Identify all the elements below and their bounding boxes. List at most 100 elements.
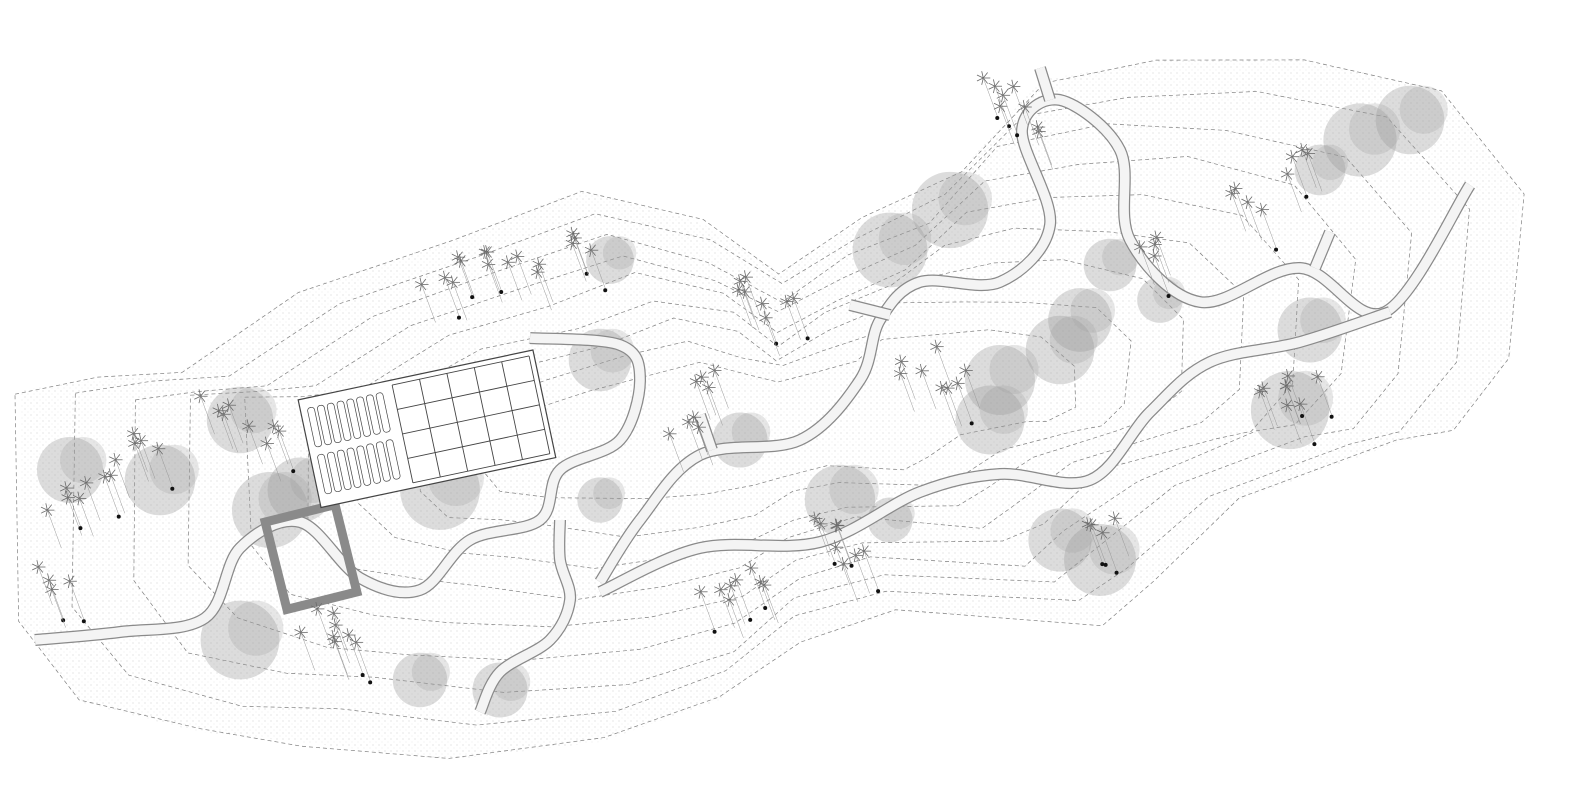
grid-line [501,361,523,460]
tree-canopy [593,477,625,510]
palm-frond [834,540,837,548]
palm-shadow [696,381,711,420]
palm-frond [348,629,354,636]
palm-frond [156,448,159,456]
palm-frond [537,264,540,272]
palm-frond [278,425,284,432]
palm-frond [759,314,766,319]
palm-frond [999,100,1005,107]
palm-frond [982,77,988,84]
palm-frond [1286,385,1292,392]
bed-unit [385,439,401,480]
palm-frond [40,506,48,511]
bed-unit [346,447,362,488]
palm-frond [1285,173,1288,181]
palm-frond [65,490,69,498]
palm-frond [266,443,272,450]
palm-frond [808,518,816,522]
palm-frond [483,251,486,259]
palm-frond [228,399,234,406]
terrain-stipple [20,58,1520,760]
palm-frond [1315,376,1319,384]
palm-frond [40,509,48,514]
palm-frond [947,382,953,389]
palm-frond [589,243,592,251]
palm-shadow [735,579,751,619]
palm-frond [1293,400,1301,405]
contour-line [477,329,1077,499]
tree-canopy [1278,370,1334,426]
palm-frond [483,245,486,253]
palm-frond [1284,379,1288,387]
palm-frond [1114,518,1120,524]
palm-frond [743,277,747,285]
palm-frond [701,371,707,378]
palm-frond [955,376,959,384]
palm-frond [216,403,220,411]
palm-frond [45,510,48,518]
palm-shadow [488,264,503,303]
palm-tree-icon [757,578,779,624]
palm-frond [728,578,732,586]
palm-frond [941,382,947,389]
palm-shadow [983,77,998,117]
palm-frond [65,497,69,505]
palm-frond [45,589,52,593]
palm-frond [349,641,357,646]
tree-canopy [1048,288,1112,352]
palm-tree-icon [222,398,244,444]
palm-shadow [273,426,289,465]
palm-frond [45,586,52,590]
palm-shadow [820,523,835,562]
palm-shadow [1231,193,1247,232]
palm-frond [1287,405,1293,412]
palm-frond [988,82,996,87]
palm-frond [1311,373,1318,378]
palm-frond [694,374,697,382]
palm-shadow [1114,518,1130,557]
grid-line [407,428,545,459]
palm-shadow [51,589,66,628]
palm-shadow [738,289,753,329]
palm-frond [1298,404,1301,412]
palm-tree-icon [328,634,350,680]
palm-tree-icon [976,71,1000,120]
palm-frond [1306,153,1309,161]
palm-frond [745,271,751,278]
palm-frond [310,605,318,610]
palm-frond [104,470,110,477]
palm-frond [831,525,838,530]
palm-frond [452,276,458,283]
tree-canopy [1375,85,1445,155]
tree-canopy [200,600,280,680]
palm-frond [272,419,275,427]
palm-shadow [334,641,350,680]
palm-frond [663,430,670,435]
palm-frond [31,563,39,568]
bed-unit [365,394,381,435]
palm-frond [993,79,996,87]
bed-unit [317,404,332,446]
palm-shadow [936,346,951,385]
palm-tree-icon [510,249,532,295]
palm-tree-icon [1285,149,1309,199]
palm-shadow [836,525,851,564]
palm-frond [272,427,280,432]
tree-canopy [124,444,196,516]
palm-frond [310,608,318,613]
palm-frond [223,413,229,420]
palm-frond [1035,127,1039,135]
palm-shadow [744,291,760,331]
palm-frond [113,459,116,467]
palm-frond [1261,203,1267,210]
tree-marker [712,629,717,634]
tree-marker [1103,562,1108,567]
palm-frond [853,555,857,563]
palm-tree-icon [831,518,854,568]
palm-frond [510,256,518,260]
palm-tree-icon [127,426,148,472]
palm-frond [61,497,69,502]
palm-tree-icon [724,578,745,624]
tree-canopy [1323,103,1397,177]
palm-frond [349,638,357,643]
